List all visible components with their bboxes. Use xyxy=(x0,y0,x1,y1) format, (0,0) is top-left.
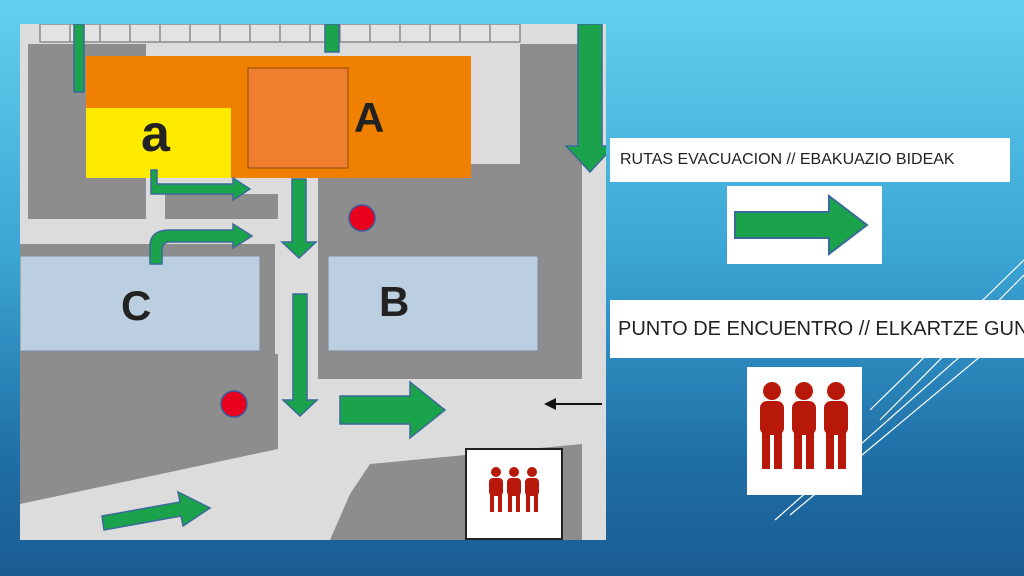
route-arrow-1 xyxy=(73,24,85,93)
grey-zone-small xyxy=(165,194,280,219)
route-arrow-2 xyxy=(324,24,340,53)
route-arrow-6 xyxy=(280,178,318,260)
red-dot-icon xyxy=(220,390,248,418)
building-a-label: A xyxy=(354,94,385,141)
meeting-legend-icon-box xyxy=(747,367,862,495)
routes-legend-icon-box xyxy=(727,186,882,264)
route-arrow-7 xyxy=(281,293,319,418)
red-dot-icon xyxy=(348,204,376,232)
route-arrow-3 xyxy=(564,24,606,174)
meeting-legend-label: PUNTO DE ENCUENTRO // ELKARTZE GUNEA xyxy=(610,300,1024,358)
building-a-inner xyxy=(247,67,349,169)
building-a-small-label: a xyxy=(141,105,170,163)
evacuation-arrow-icon xyxy=(734,193,869,257)
building-b-label: B xyxy=(379,278,410,325)
meeting-point-people-icon xyxy=(760,382,848,469)
grey-zone-top-right xyxy=(520,44,582,194)
evacuation-routes xyxy=(73,24,606,531)
parking-spaces xyxy=(39,24,521,43)
black-arrow-icon xyxy=(544,398,602,410)
route-arrow-4 xyxy=(150,169,252,202)
building-c-label: C xyxy=(121,282,152,329)
evacuation-map: A B C a xyxy=(20,24,606,540)
route-arrow-9 xyxy=(101,490,212,531)
route-arrow-8 xyxy=(339,380,447,440)
building-b xyxy=(327,255,539,352)
routes-legend-label: RUTAS EVACUACION // EBAKUAZIO BIDEAK xyxy=(610,138,1010,182)
map-meeting-point-people-icon xyxy=(489,467,539,512)
grey-zone-bottom-left xyxy=(20,354,278,504)
building-c xyxy=(20,255,261,352)
map-drawing xyxy=(20,24,606,540)
building-a-small xyxy=(86,108,231,178)
route-arrow-5 xyxy=(149,222,254,265)
